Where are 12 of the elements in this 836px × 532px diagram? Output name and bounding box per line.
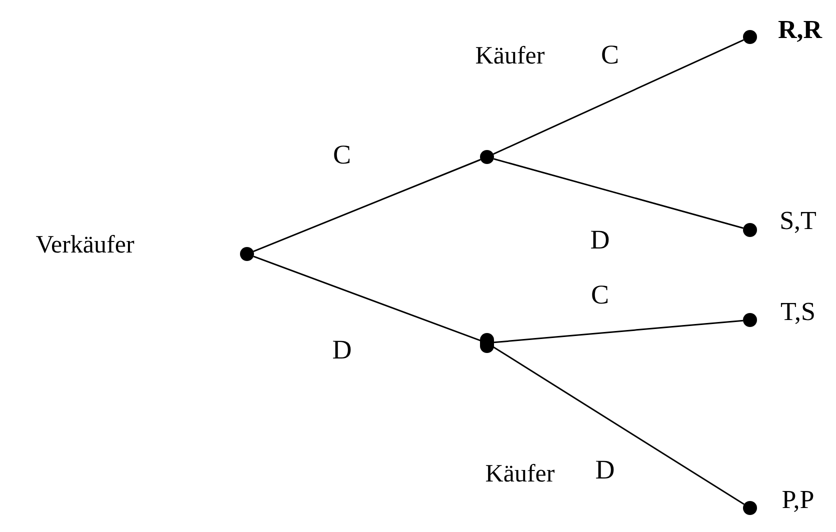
decision-node-dot [480, 150, 494, 164]
tree-branch [493, 39, 744, 155]
tree-branch [253, 158, 481, 252]
decision-node-dot [240, 247, 254, 261]
decision-node-dot [743, 501, 757, 515]
decision-node-dot [743, 223, 757, 237]
tree-branch [494, 320, 744, 344]
decision-node-dot [743, 30, 757, 44]
tree-branch [492, 346, 744, 505]
tree-branch [494, 158, 744, 229]
decision-node-dot [743, 313, 757, 327]
tree-branch [253, 256, 481, 342]
